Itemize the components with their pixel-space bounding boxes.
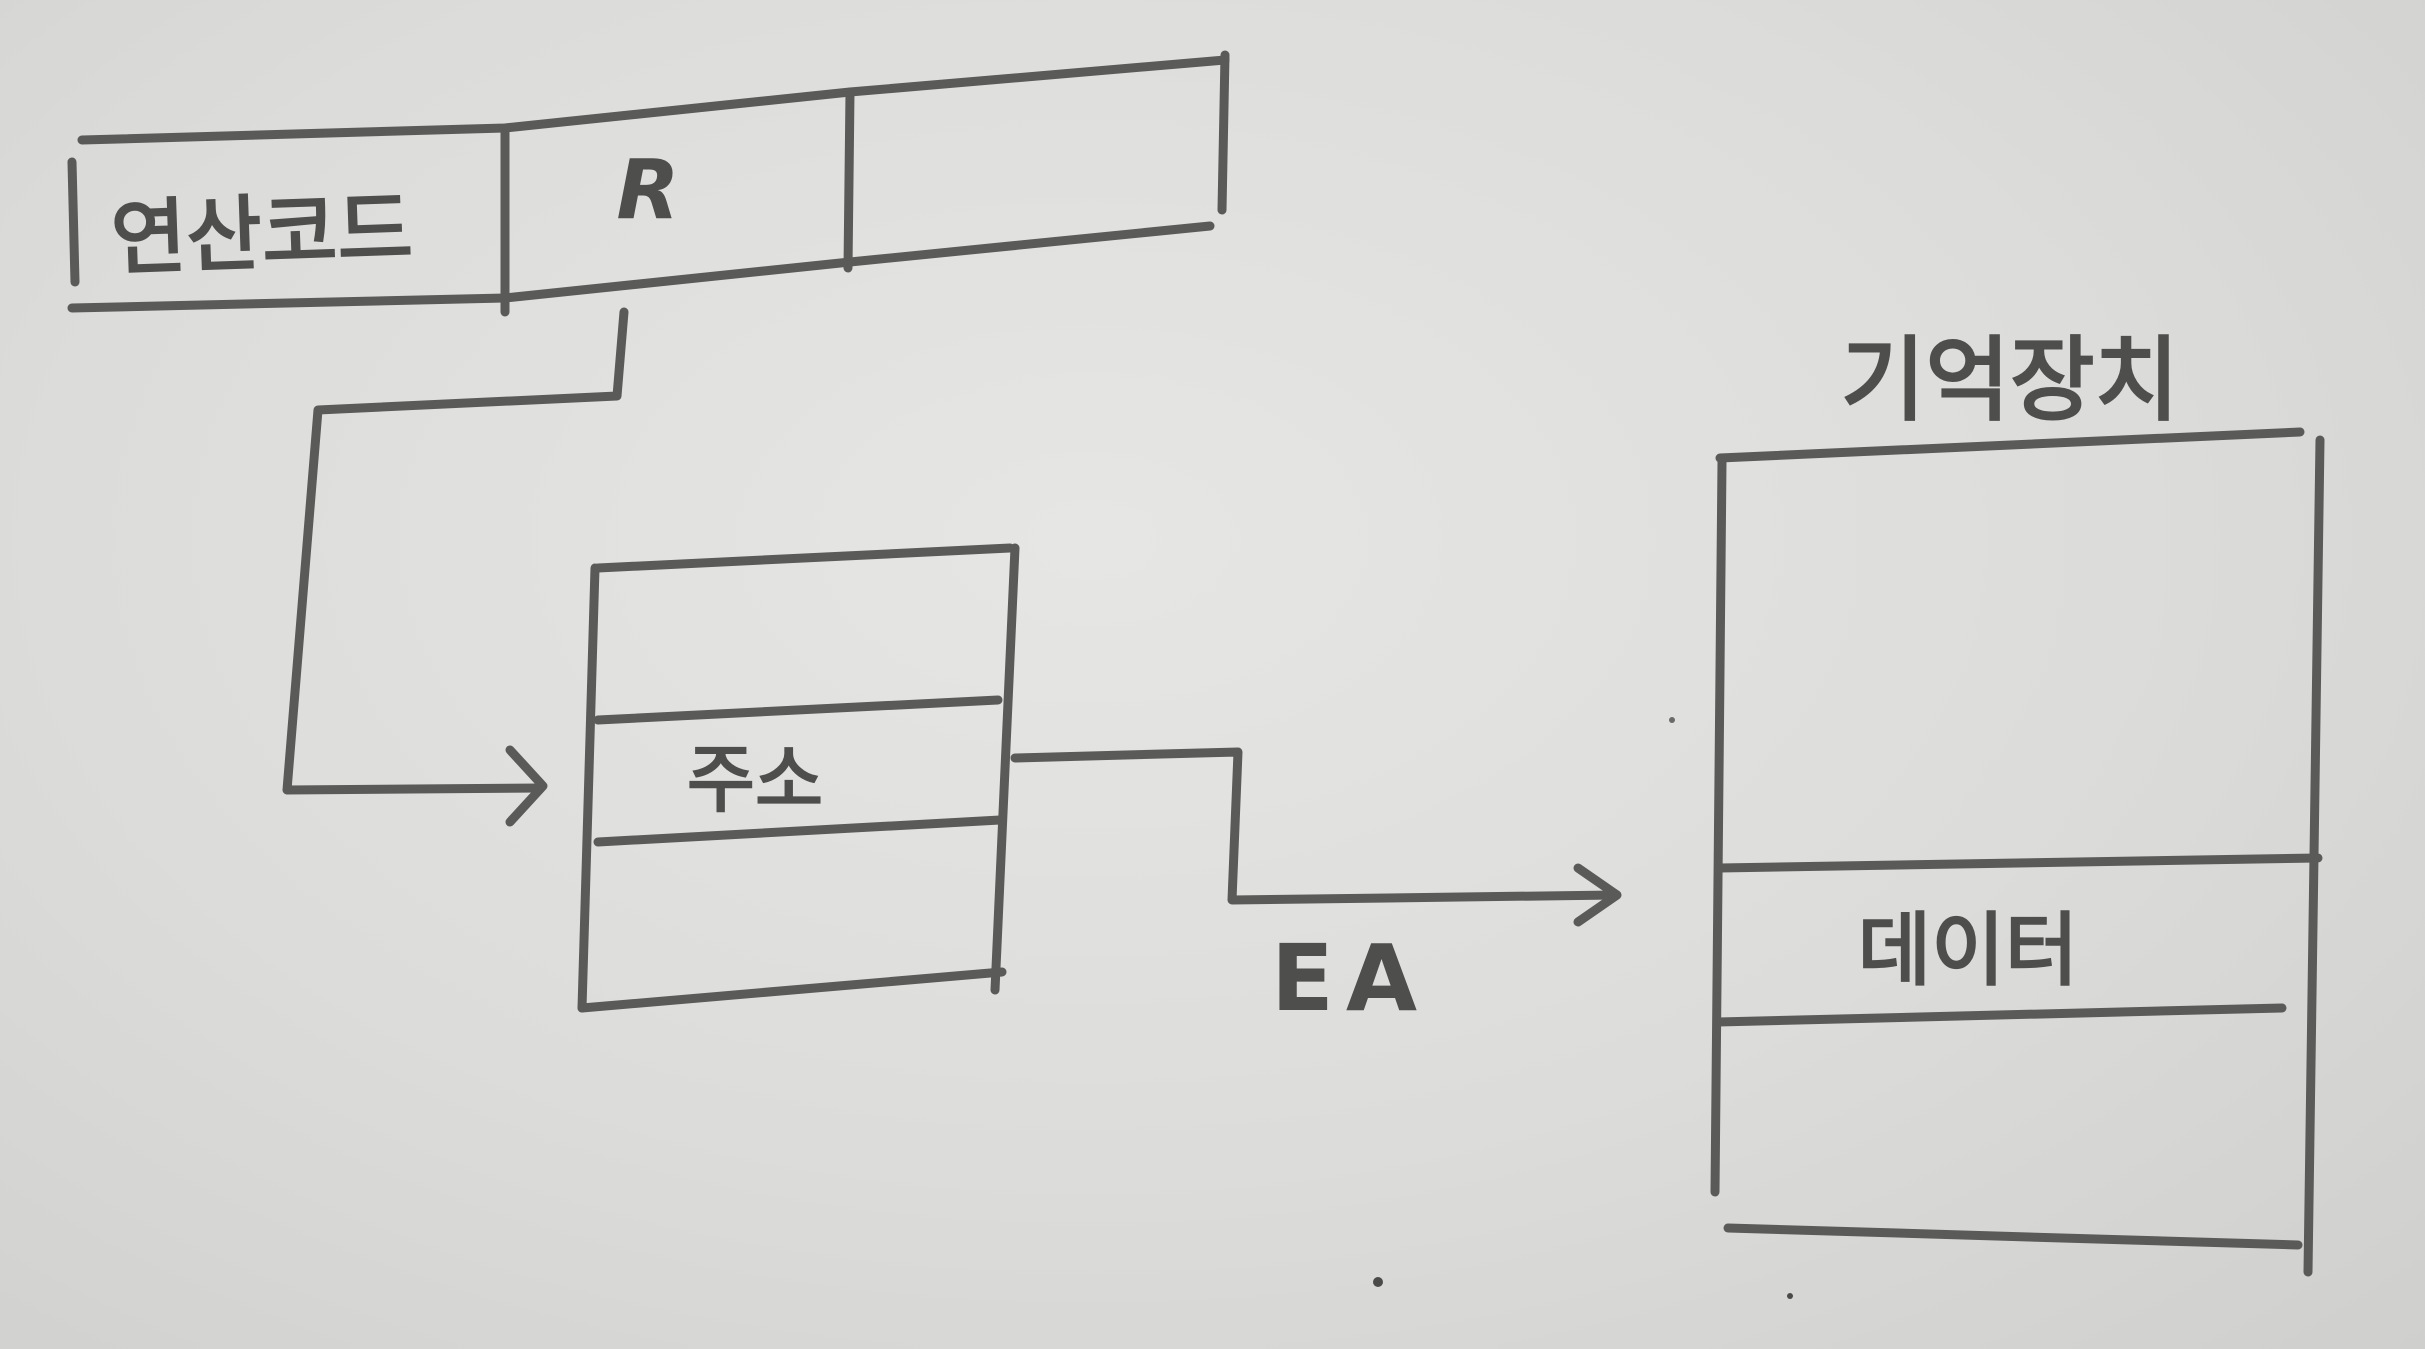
memory-data-cell-label: 데이터: [1858, 904, 2079, 997]
ea-arrowhead: [1573, 863, 1622, 927]
register-row-line-1: [593, 695, 1003, 725]
memory-top-border: [1715, 427, 2305, 463]
register-field-label: R: [616, 143, 679, 238]
instruction-format: 연산코드 R: [67, 50, 1230, 317]
register-block: 주소: [577, 543, 1020, 1013]
effective-address-label: EA: [1271, 925, 1429, 1032]
register-top-border: [593, 543, 1015, 573]
instruction-top-border: [77, 55, 1230, 145]
register-left-edge: [577, 563, 600, 1013]
memory-left-edge: [1710, 457, 1727, 1197]
memory-block: 기억장치 데이터: [1710, 327, 2325, 1277]
register-pointer-arrow: [282, 307, 629, 827]
effective-address-arrow: EA: [1010, 747, 1622, 1032]
instruction-divider-2: [843, 87, 855, 273]
instruction-left-edge: [67, 157, 80, 287]
memory-row-line-1: [1715, 853, 2323, 873]
memory-title: 기억장치: [1841, 327, 2180, 434]
instruction-right-edge: [1217, 50, 1230, 215]
register-bottom-border: [577, 967, 1007, 1013]
memory-right-edge: [2303, 435, 2325, 1277]
memory-bottom-border: [1723, 1223, 2303, 1250]
memory-row-line-2: [1713, 1003, 2287, 1027]
ea-line: [1010, 747, 1620, 905]
instruction-bottom-border: [67, 221, 1215, 313]
register-address-cell-label: 주소: [687, 737, 823, 823]
pointer-line: [282, 307, 629, 795]
paper-specks: [1373, 717, 1793, 1299]
register-right-edge: [990, 543, 1020, 995]
opcode-field-label: 연산코드: [109, 182, 414, 287]
pointer-arrowhead: [505, 745, 548, 827]
register-row-line-2: [593, 815, 1005, 847]
